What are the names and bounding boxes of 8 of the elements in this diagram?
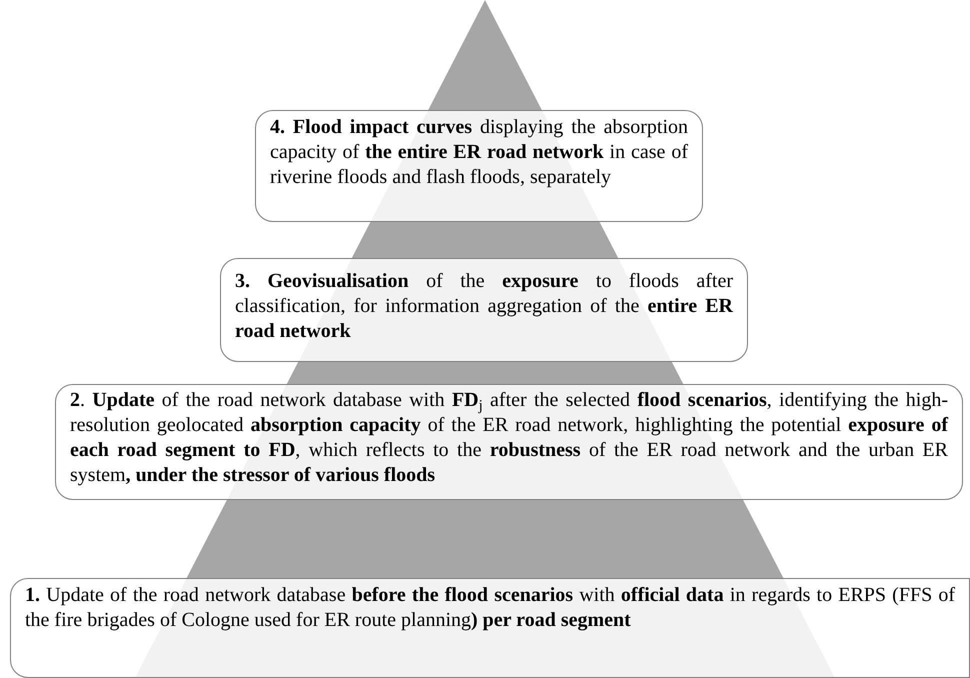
box-text: 1. Update of the road network database before the flood scenarios with official data in regards to ERPS (FFS of the fire brigades of Cologne used for ER route planning) per road segment <box>25 583 955 633</box>
box-text: 3. Geovisualisation of the exposure to floods after classification, for information aggregation of the entire ER road network <box>235 269 733 344</box>
text-box <box>10 578 970 678</box>
text-box <box>255 110 703 222</box>
box-text: 2. Update of the road network database with FD$_{j}$ after the selected flood scenarios, identifying the high-resolution geolocated absorption capacity of the ER road network, highlighting the potential exposure of each road segment to FD, which reflects to the robustness of the ER road network and the urban ER system, under the stressor of various floods <box>70 388 948 488</box>
text-box <box>220 258 748 362</box>
text-box <box>55 384 963 500</box>
box-text: 4. Flood impact curves displaying the absorption capacity of the entire ER road network in case of riverine floods and flash floods, separately <box>270 115 688 190</box>
